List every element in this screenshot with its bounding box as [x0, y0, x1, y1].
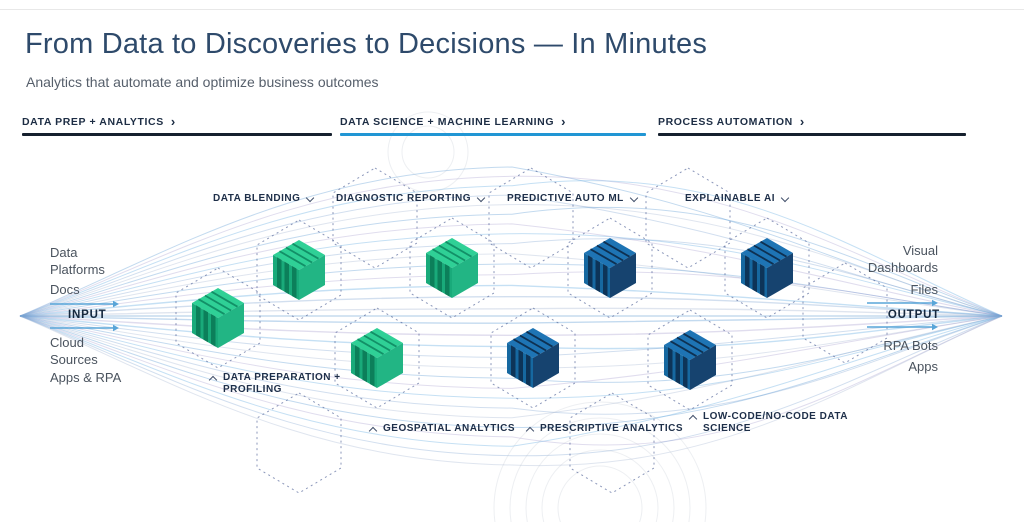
contour-circle	[493, 401, 707, 522]
top-divider	[0, 9, 1024, 10]
stage-underline	[340, 133, 646, 136]
flow-line	[19, 295, 1003, 317]
flow-arrow-icon	[867, 323, 938, 331]
capability-label: DATA PREPARATION + PROFILING	[223, 372, 341, 395]
flow-line	[19, 223, 1003, 317]
capability-predictive-auto-ml[interactable]: PREDICTIVE AUTO ML	[507, 193, 639, 204]
flow-line	[19, 166, 1003, 317]
hexagon-outline	[256, 392, 342, 494]
chevron-right-icon: ›	[170, 114, 176, 129]
flow-line	[19, 204, 1003, 317]
cube-icon-blue	[664, 330, 716, 390]
chevron-up-icon	[208, 375, 218, 385]
capability-label: EXPLAINABLE AI	[685, 193, 775, 204]
flow-line	[19, 175, 1003, 317]
page-subtitle: Analytics that automate and optimize bus…	[26, 74, 379, 90]
capability-label: GEOSPATIAL ANALYTICS	[383, 423, 516, 434]
input-label: INPUT	[68, 309, 107, 321]
output-item-apps: Apps	[908, 359, 938, 374]
cube-icon-green	[273, 240, 325, 300]
flow-line	[19, 315, 1003, 419]
chevron-up-icon	[368, 426, 378, 436]
cube-icon-green	[426, 238, 478, 298]
cube-icon-green	[192, 288, 244, 348]
capability-data-blending[interactable]: DATA BLENDING	[213, 193, 315, 204]
output-item-visual-dashboards: Visual Dashboards	[867, 243, 938, 275]
cube-icon-green	[351, 328, 403, 388]
contour-circle	[525, 433, 675, 522]
flow-line	[19, 315, 1003, 383]
stage-data-science-ml[interactable]: DATA SCIENCE + MACHINE LEARNING ›	[340, 114, 646, 136]
flow-arrow-icon	[50, 324, 119, 332]
flow-line	[19, 263, 1003, 317]
output-item-rpa-bots: RPA Bots	[883, 338, 938, 353]
flow-arrow-icon	[867, 299, 938, 307]
contour-circle	[387, 111, 469, 193]
flow-line	[19, 307, 1003, 317]
stage-label: PROCESS AUTOMATION	[658, 116, 793, 128]
flow-line	[19, 315, 1003, 399]
chevron-down-icon	[780, 193, 790, 203]
flow-line	[19, 315, 1003, 467]
output-label: OUTPUT	[887, 309, 940, 321]
contour-circle	[541, 449, 659, 522]
stage-process-automation[interactable]: PROCESS AUTOMATION ›	[658, 114, 966, 136]
capability-label: DIAGNOSTIC REPORTING	[336, 193, 472, 204]
chevron-up-icon	[688, 414, 698, 424]
capability-low-code-no-code[interactable]: LOW-CODE/NO-CODE DATA SCIENCE	[688, 411, 857, 435]
flow-line	[19, 315, 1003, 337]
cube-icon-blue	[741, 238, 793, 298]
output-item-files: Files	[910, 282, 938, 297]
chevron-down-icon	[306, 193, 315, 203]
flow-line	[19, 253, 1003, 317]
flow-line	[19, 315, 1003, 389]
stage-underline	[658, 133, 966, 136]
flow-line	[19, 315, 1003, 415]
chevron-right-icon: ›	[561, 114, 567, 129]
cube-icon-blue	[584, 238, 636, 298]
flow-line	[19, 233, 1003, 317]
flow-line	[19, 238, 1003, 317]
flow-line	[19, 206, 1003, 317]
contour-circle	[509, 417, 691, 522]
hexagon-outline	[488, 167, 574, 269]
input-item-apps-rpa: Apps & RPA	[50, 370, 122, 385]
input-item-docs: Docs	[50, 282, 80, 297]
capability-explainable-ai[interactable]: EXPLAINABLE AI	[685, 193, 790, 204]
chevron-down-icon	[476, 193, 486, 203]
flow-line	[19, 284, 1003, 317]
cube-icon-blue	[507, 328, 559, 388]
flow-line	[19, 315, 1003, 457]
stage-label: DATA PREP + ANALYTICS	[22, 116, 164, 128]
contour-circle	[401, 125, 455, 179]
capability-label: PRESCRIPTIVE ANALYTICS	[540, 423, 684, 434]
flow-line	[19, 271, 1003, 317]
contour-circle	[557, 465, 643, 522]
flow-line	[19, 315, 1003, 447]
capability-label: DATA BLENDING	[213, 193, 301, 204]
flow-line	[19, 180, 1003, 317]
flow-line	[19, 315, 1003, 428]
capability-diagnostic-reporting[interactable]: DIAGNOSTIC REPORTING	[336, 193, 486, 204]
flow-line	[19, 315, 1003, 324]
capability-label: PREDICTIVE AUTO ML	[507, 193, 624, 204]
input-item-data-platforms: Data Platforms	[50, 245, 105, 277]
stage-label: DATA SCIENCE + MACHINE LEARNING	[340, 116, 555, 128]
flow-line	[19, 194, 1003, 317]
capability-label: LOW-CODE/NO-CODE DATA SCIENCE	[703, 411, 848, 434]
flow-line	[19, 315, 1003, 446]
stage-data-prep-analytics[interactable]: DATA PREP + ANALYTICS ›	[22, 114, 332, 136]
stage-underline	[22, 133, 332, 136]
input-item-cloud-sources: Cloud Sources	[50, 335, 98, 367]
chevron-up-icon	[525, 426, 535, 436]
page-title: From Data to Discoveries to Decisions — …	[25, 28, 708, 60]
capability-prescriptive-analytics[interactable]: PRESCRIPTIVE ANALYTICS	[525, 423, 684, 436]
capability-geospatial-analytics[interactable]: GEOSPATIAL ANALYTICS	[368, 423, 516, 436]
chevron-down-icon	[629, 193, 639, 203]
chevron-right-icon: ›	[799, 114, 805, 129]
capability-data-preparation-profiling[interactable]: DATA PREPARATION + PROFILING	[208, 372, 347, 396]
flow-arrow-icon	[50, 300, 119, 308]
